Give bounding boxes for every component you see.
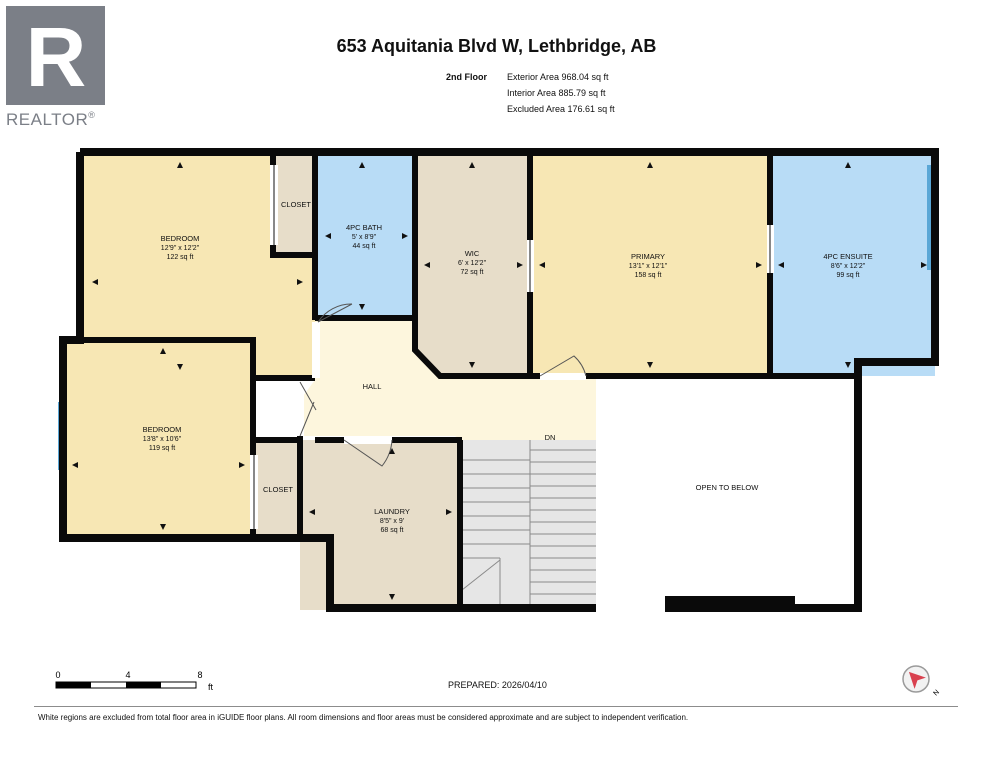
closet-2-name: CLOSET bbox=[263, 485, 293, 494]
room-laundry bbox=[300, 440, 460, 610]
scale-tick-0: 0 bbox=[55, 670, 60, 680]
logo-letter: R bbox=[26, 10, 87, 104]
bedroom-2-name: BEDROOM bbox=[143, 425, 182, 434]
hall-name: HALL bbox=[363, 382, 382, 391]
scale-bar: 0 4 8 ft bbox=[55, 670, 214, 692]
ensuite-area: 99 sq ft bbox=[837, 272, 860, 279]
stair-treads bbox=[461, 440, 596, 608]
ensuite-name: 4PC ENSUITE bbox=[823, 252, 872, 261]
wic-area: 72 sq ft bbox=[461, 269, 484, 276]
page-title: 653 Aquitania Blvd W, Lethbridge, AB bbox=[336, 36, 657, 56]
bedroom-2-area: 119 sq ft bbox=[149, 445, 175, 452]
bath-area: 44 sq ft bbox=[353, 243, 376, 250]
footer-divider bbox=[34, 706, 958, 707]
open-to-below bbox=[596, 376, 858, 608]
laundry-area: 68 sq ft bbox=[381, 527, 404, 534]
stairs bbox=[462, 440, 596, 608]
disclaimer: White regions are excluded from total fl… bbox=[38, 713, 689, 722]
excluded-area: Excluded Area 176.61 sq ft bbox=[507, 104, 615, 114]
exterior-area: Exterior Area 968.04 sq ft bbox=[507, 72, 609, 82]
room-primary bbox=[530, 152, 770, 376]
realtor-wordmark: REALTOR® bbox=[6, 110, 95, 130]
laundry-name: LAUNDRY bbox=[374, 507, 410, 516]
wic-dims: 6' x 12'2" bbox=[458, 260, 487, 267]
prepared-date: PREPARED: 2026/04/10 bbox=[448, 680, 547, 690]
ensuite-dims: 8'6" x 12'2" bbox=[831, 263, 866, 270]
room-4pc-ensuite bbox=[770, 152, 935, 376]
stairs-label: DN bbox=[545, 433, 556, 442]
room-closet-2 bbox=[253, 440, 301, 538]
primary-area: 158 sq ft bbox=[635, 272, 662, 279]
bedroom-2-dims: 13'8" x 10'6" bbox=[143, 436, 182, 443]
bedroom-1-area: 122 sq ft bbox=[167, 254, 194, 261]
open-to-below-label: OPEN TO BELOW bbox=[696, 483, 760, 492]
dimension-arrows bbox=[72, 162, 927, 600]
compass-icon: N bbox=[902, 665, 941, 698]
bath-dims: 5' x 8'9" bbox=[352, 234, 377, 241]
scale-unit: ft bbox=[208, 682, 214, 692]
registered-mark: ® bbox=[88, 110, 96, 120]
door-swings bbox=[253, 165, 771, 529]
primary-dims: 13'1" x 12'1" bbox=[629, 263, 668, 270]
scale-tick-4: 4 bbox=[125, 670, 130, 680]
realtor-logo: R bbox=[0, 0, 110, 112]
bedroom-1-dims: 12'9" x 12'2" bbox=[161, 245, 200, 252]
room-closet-1 bbox=[273, 152, 315, 255]
bath-name: 4PC BATH bbox=[346, 223, 382, 232]
scale-tick-8: 8 bbox=[197, 670, 202, 680]
interior-area: Interior Area 885.79 sq ft bbox=[507, 88, 606, 98]
bedroom-1-name: BEDROOM bbox=[161, 234, 200, 243]
room-bedroom-2 bbox=[63, 340, 253, 538]
compass-north: N bbox=[932, 689, 941, 698]
laundry-dims: 8'5" x 9' bbox=[380, 518, 404, 525]
wic-name: WIC bbox=[465, 249, 480, 258]
primary-name: PRIMARY bbox=[631, 252, 665, 261]
closet-1-name: CLOSET bbox=[281, 200, 311, 209]
room-wic bbox=[415, 152, 530, 376]
room-4pc-bath bbox=[315, 152, 415, 318]
realtor-word: REALTOR bbox=[6, 110, 89, 129]
railing bbox=[665, 596, 795, 606]
floor-label: 2nd Floor bbox=[446, 72, 487, 82]
